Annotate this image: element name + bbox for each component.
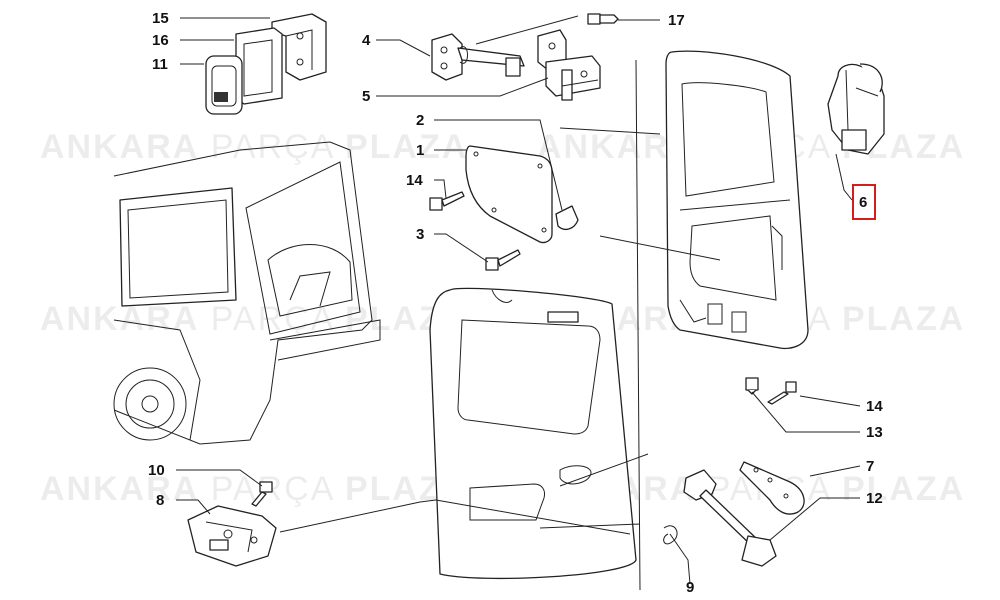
callout-5: 5 [362, 88, 370, 105]
callout-16: 16 [152, 32, 169, 49]
part-5-door-hinge [537, 29, 601, 101]
van-rear-view [113, 141, 381, 445]
callout-13: 13 [866, 424, 883, 441]
part-10-screw [251, 481, 273, 507]
leader-lines [176, 17, 861, 585]
callout-12: 12 [866, 490, 883, 507]
rear-door-outer-panel [429, 287, 637, 580]
part-2-clip [555, 205, 579, 231]
part-1-access-cover [465, 145, 553, 244]
callout-3: 3 [416, 226, 424, 243]
part-7-strap [739, 461, 805, 515]
part-4-door-check-strap [431, 33, 525, 81]
callout-9: 9 [686, 579, 694, 596]
cable-lower-left [279, 499, 437, 533]
callout-11: 11 [152, 56, 168, 73]
callout-8: 8 [156, 492, 164, 509]
callout-6: 6 [859, 194, 867, 211]
cable-center-right [599, 235, 721, 261]
part-17-bolt [587, 13, 619, 25]
hinge-axis-line [475, 15, 579, 45]
part-12-tie-rod [683, 469, 777, 567]
axis-line-vertical [635, 59, 641, 591]
callout-15: 15 [152, 10, 169, 27]
axis-line-upper [559, 127, 661, 135]
part-11-handle [205, 55, 243, 115]
callout-7: 7 [866, 458, 874, 475]
part-9-clip [663, 525, 678, 545]
part-14-screw-upper [429, 191, 465, 211]
part-13-bolt [745, 377, 759, 395]
callout-10: 10 [148, 462, 165, 479]
callout-14-upper: 14 [406, 172, 423, 189]
axis-line-handle [539, 523, 641, 529]
axis-line-center [559, 453, 649, 487]
callout-17: 17 [668, 12, 685, 29]
part-3-screw [485, 249, 521, 271]
part-8-lock-mechanism [187, 505, 277, 567]
callout-2: 2 [416, 112, 424, 129]
callout-1: 1 [416, 142, 424, 159]
callout-14-lower: 14 [866, 398, 883, 415]
part-6-latch [827, 63, 885, 155]
highlight-box-part-6 [852, 184, 876, 220]
callout-4: 4 [362, 32, 371, 49]
part-16-handle-gasket [235, 27, 283, 105]
rear-door-inner-panel [665, 50, 809, 350]
part-14-screw-lower [767, 381, 797, 405]
